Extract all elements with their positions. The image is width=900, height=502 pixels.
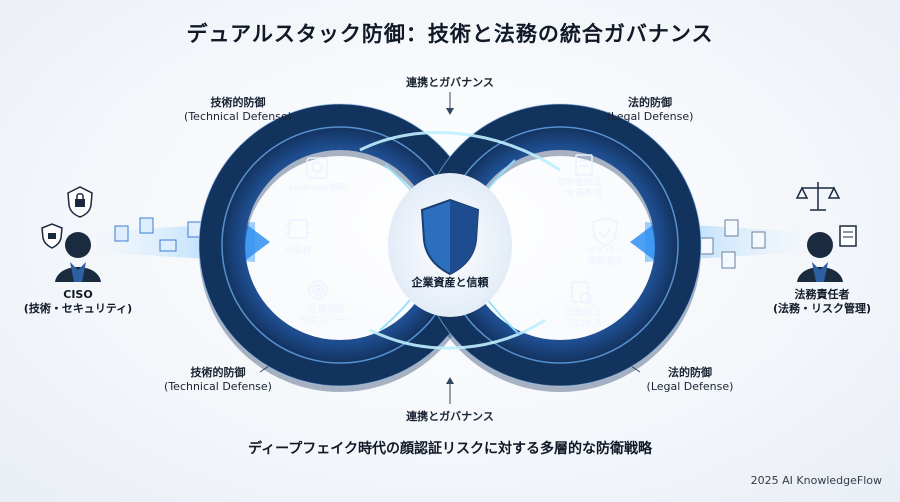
legal-defense-label-top: 法的防御 (Legal Defense) — [590, 96, 710, 124]
cyber-insurance-label: サイバー 保険適用 — [586, 246, 623, 267]
face-scan-icon — [306, 157, 328, 179]
shield-icon — [420, 198, 480, 276]
legal-defense-en: (Legal Defense) — [606, 109, 694, 123]
ai-monitoring-label: AI監視 — [284, 246, 312, 256]
tech-defense-jp: 技術的防御 — [210, 96, 266, 109]
credit-text: 2025 AI KnowledgeFlow — [750, 474, 882, 487]
tech-defense-en: (Technical Defense) — [184, 109, 292, 123]
legal-defense-jp: 法的防御 — [628, 96, 672, 109]
ciso-name: CISO — [63, 288, 93, 301]
ai-chip-icon — [286, 219, 310, 239]
legal-officer-role: (法務・リスク管理) — [772, 302, 872, 316]
ciso-person — [55, 232, 101, 282]
legal-defense-label-bottom: 法的防御 (Legal Defense) — [630, 366, 750, 394]
tech-defense-label-top: 技術的防御 (Technical Defense) — [168, 96, 308, 124]
center-asset-label: 企業資産と信頼 — [411, 276, 489, 289]
document-icon — [839, 225, 857, 247]
legal-officer-label: 法務責任者 (法務・リスク管理) — [752, 288, 892, 317]
page-subtitle: ディープフェイク時代の顔認証リスクに対する多層的な防衛戦略 — [248, 441, 652, 457]
contract-amendment-label: 契約書修正・ 免責条項 — [556, 178, 611, 199]
fingerprint-icon — [308, 280, 328, 300]
legal-defense-en: (Legal Defense) — [646, 379, 734, 393]
liveness-detection-label: Liveness検知 — [289, 183, 347, 193]
lock-shield-icon — [41, 223, 63, 249]
evidence-preservation-label: 証拠保全 プロセス — [565, 308, 602, 329]
scales-icon — [795, 182, 841, 211]
tech-defense-label-bottom: 技術的防御 (Technical Defense) — [148, 366, 288, 394]
ciso-role: (技術・セキュリティ) — [23, 302, 133, 316]
biometric-security-label: 生体認証 セキュリティ — [300, 305, 354, 326]
legal-officer-person — [797, 232, 843, 282]
contract-edit-icon — [575, 154, 593, 176]
legal-defense-jp: 法的防御 — [668, 366, 712, 379]
legal-officer-name: 法務責任者 — [794, 288, 850, 301]
lock-icon — [67, 186, 93, 218]
ciso-label: CISO (技術・セキュリティ) — [18, 288, 138, 317]
page-title: デュアルスタック防御：技術と法務の統合ガバナンス — [186, 22, 714, 46]
top-governance-label: 連携とガバナンス — [406, 76, 494, 89]
shield-check-icon — [592, 217, 618, 247]
tech-defense-en: (Technical Defense) — [164, 379, 272, 393]
document-search-icon — [571, 281, 595, 307]
tech-defense-jp: 技術的防御 — [190, 366, 246, 379]
bottom-governance-label: 連携とガバナンス — [406, 410, 494, 423]
